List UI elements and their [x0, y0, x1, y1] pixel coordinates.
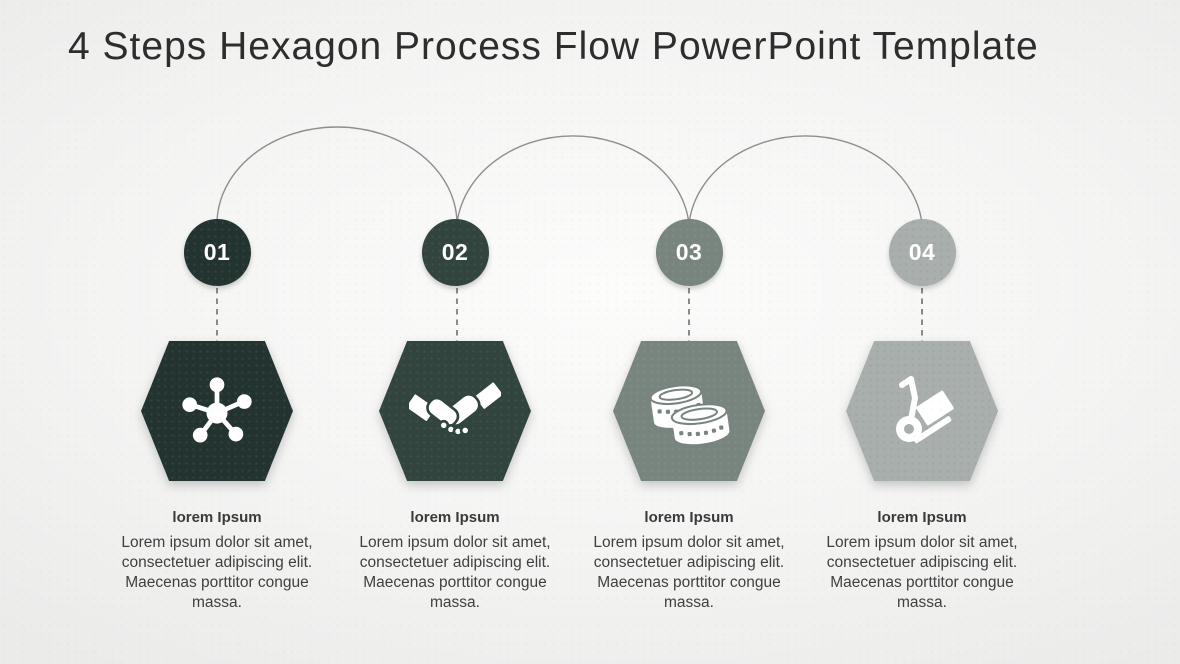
step-number: 04	[908, 239, 936, 265]
hexagon-shape	[846, 341, 998, 481]
hexagon-shape	[613, 341, 765, 481]
process-step-2: 02 lorem Ipsum Lore	[338, 219, 572, 613]
hexagon-shape	[141, 341, 293, 481]
step-description: Lorem ipsum dolor sit amet, consectetuer…	[593, 534, 785, 611]
step-number: 02	[441, 239, 469, 265]
hexagon-shape	[379, 341, 531, 481]
step-description: Lorem ipsum dolor sit amet, consectetuer…	[826, 534, 1018, 611]
step-description: Lorem ipsum dolor sit amet, consectetuer…	[359, 534, 551, 611]
step-number-badge: 01	[183, 219, 251, 286]
slide-title: 4 Steps Hexagon Process Flow PowerPoint …	[68, 25, 1039, 68]
step-heading: lorem Ipsum	[877, 509, 967, 526]
hand-truck-icon	[896, 376, 954, 444]
step-number: 03	[675, 239, 703, 265]
step-heading: lorem Ipsum	[644, 509, 734, 526]
process-step-1: 01	[100, 219, 334, 613]
step-number-badge: 02	[421, 219, 489, 286]
network-nodes-icon	[182, 377, 252, 443]
step-number-badge: 04	[888, 219, 956, 286]
step-number-badge: 03	[655, 219, 723, 286]
step-description: Lorem ipsum dolor sit amet, consectetuer…	[121, 534, 313, 611]
dashed-connectors	[216, 288, 923, 341]
step-heading: lorem Ipsum	[172, 509, 262, 526]
arc-connectors	[216, 126, 923, 225]
step-number: 01	[203, 239, 231, 265]
handshake-icon	[409, 379, 501, 437]
step-heading: lorem Ipsum	[410, 509, 500, 526]
process-step-4: 04 lorem Ipsum Lorem ipsum dolor sit ame	[805, 219, 1039, 613]
process-step-3: 03	[572, 219, 806, 613]
coins-icon	[649, 384, 730, 445]
